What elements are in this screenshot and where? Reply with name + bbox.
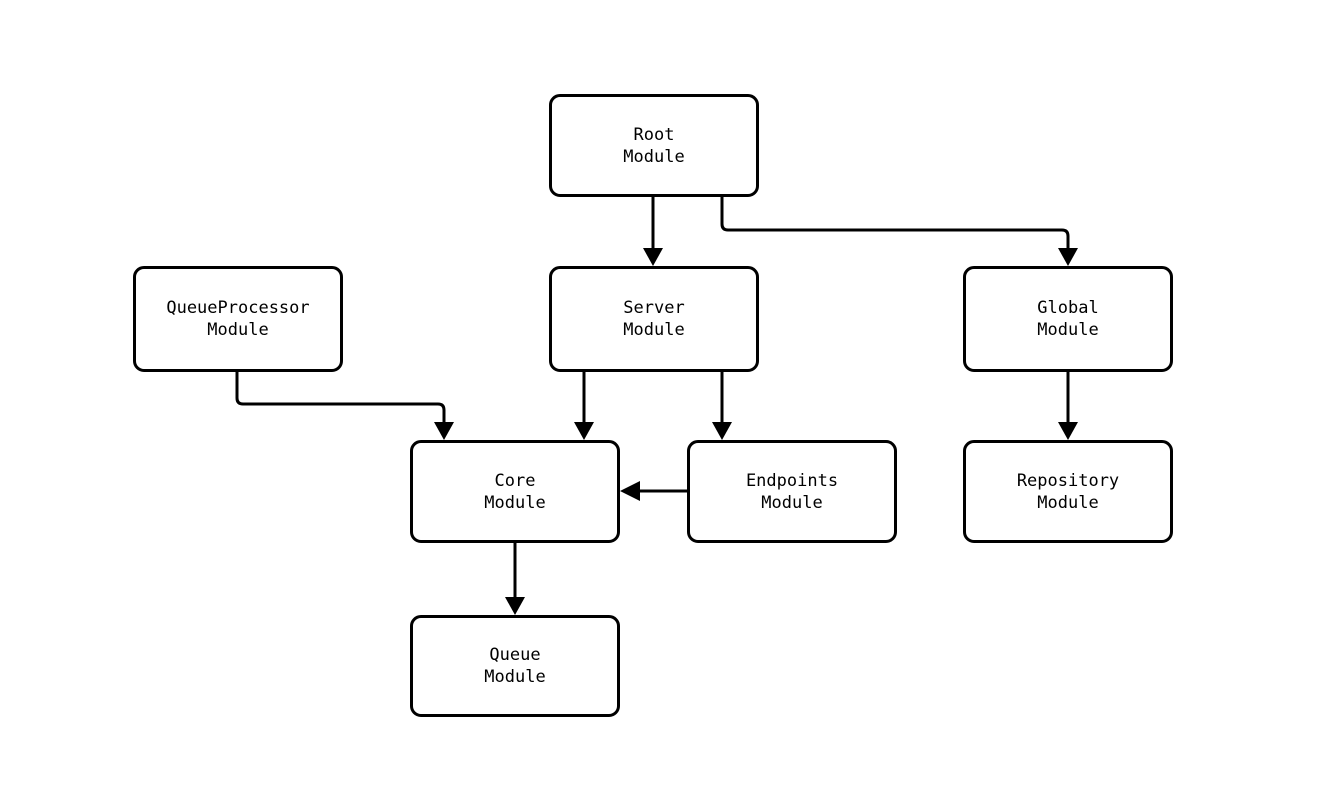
- node-global-module[interactable]: Global Module: [963, 266, 1173, 372]
- node-queueprocessor-module[interactable]: QueueProcessor Module: [133, 266, 343, 372]
- edge-endpoints-core: [620, 481, 687, 501]
- node-root-module-label: Root Module: [623, 124, 685, 167]
- node-core-module-label: Core Module: [484, 470, 546, 513]
- edge-root-server: [643, 197, 663, 266]
- node-queue-module[interactable]: Queue Module: [410, 615, 620, 717]
- node-core-module[interactable]: Core Module: [410, 440, 620, 543]
- edge-core-queue: [505, 543, 525, 615]
- node-endpoints-module[interactable]: Endpoints Module: [687, 440, 897, 543]
- node-repository-module[interactable]: Repository Module: [963, 440, 1173, 543]
- node-queueprocessor-module-label: QueueProcessor Module: [166, 298, 310, 340]
- edge-root-global: [720, 197, 1078, 266]
- node-server-module-label: Server Module: [623, 298, 685, 340]
- edge-server-endpoints: [712, 372, 732, 440]
- node-server-module[interactable]: Server Module: [549, 266, 759, 372]
- node-repository-module-label: Repository Module: [1016, 470, 1120, 513]
- edge-queueprocessor-core: [235, 372, 454, 440]
- edge-server-core: [574, 372, 594, 440]
- node-root-module[interactable]: Root Module: [549, 94, 759, 197]
- node-queue-module-label: Queue Module: [484, 645, 546, 687]
- node-endpoints-module-label: Endpoints Module: [745, 470, 839, 513]
- node-global-module-label: Global Module: [1037, 298, 1099, 340]
- edge-global-repository: [1058, 372, 1078, 440]
